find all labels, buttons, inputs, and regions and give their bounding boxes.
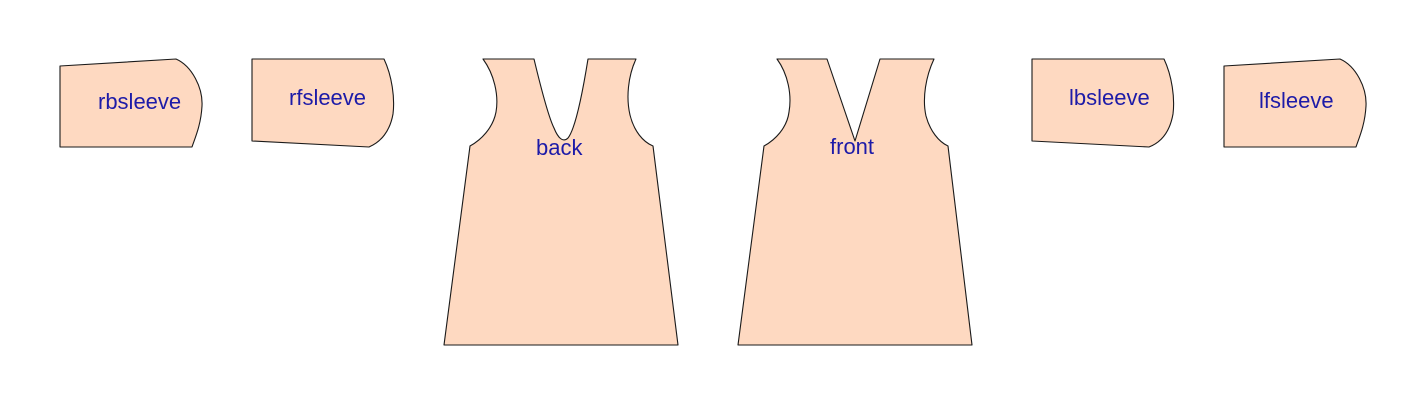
front-shape (737, 58, 973, 346)
rbsleeve-shape (59, 58, 203, 148)
lbsleeve-label: lbsleeve (1069, 85, 1150, 110)
piece-lbsleeve: lbsleeve (1031, 58, 1175, 148)
lbsleeve-shape (1031, 58, 1175, 148)
rfsleeve-shape (251, 58, 395, 148)
lfsleeve-label: lfsleeve (1259, 88, 1334, 113)
piece-rbsleeve: rbsleeve (59, 58, 203, 148)
lfsleeve-shape (1223, 58, 1367, 148)
piece-front: front (737, 58, 973, 346)
rfsleeve-label: rfsleeve (289, 85, 366, 110)
piece-rfsleeve: rfsleeve (251, 58, 395, 148)
rbsleeve-label: rbsleeve (98, 89, 181, 114)
back-label: back (536, 135, 583, 160)
front-label: front (830, 134, 874, 159)
back-shape (443, 58, 679, 346)
piece-back: back (443, 58, 679, 346)
piece-lfsleeve: lfsleeve (1223, 58, 1367, 148)
